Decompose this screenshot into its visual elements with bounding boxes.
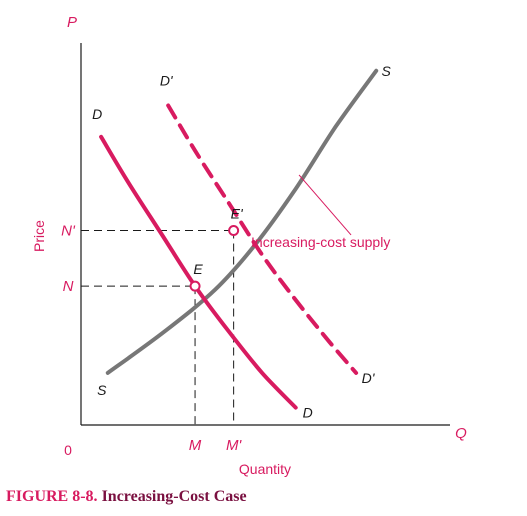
series-2-label-end: D	[303, 405, 313, 421]
annotation-text: Increasing-cost supply	[251, 234, 390, 250]
series-2-label-start: D	[92, 106, 102, 122]
series-3-label-start: D'	[160, 73, 174, 89]
y-axis-title: Price	[31, 220, 47, 252]
series-1-label-start: S	[97, 382, 107, 398]
y-tick-2: N'	[61, 223, 76, 240]
figure-caption-label: FIGURE 8-8.	[6, 488, 98, 505]
equilibrium-point-2	[228, 225, 240, 237]
x-tick-1: M	[189, 437, 202, 454]
equilibrium-point-1	[189, 280, 201, 292]
figure-caption-title: Increasing-Cost Case	[101, 488, 247, 505]
axes	[80, 43, 450, 426]
equilibrium-label-1: E	[193, 261, 203, 277]
equilibrium-label-2: E'	[231, 206, 244, 222]
curves	[99, 68, 379, 410]
origin-label: 0	[64, 442, 72, 458]
y-tick-1: N	[63, 278, 74, 295]
annotation-pointer	[298, 174, 352, 236]
x-axis-title: Quantity	[239, 461, 291, 477]
series-3-label-end: D'	[362, 370, 376, 386]
y-axis-letter: P	[67, 14, 77, 31]
figure-caption: FIGURE 8-8. Increasing-Cost Case	[6, 488, 247, 506]
x-tick-2: M'	[226, 437, 242, 454]
series-3-curve	[166, 103, 359, 375]
x-axis-letter: Q	[455, 425, 467, 442]
series-1-label-end: S	[382, 63, 392, 79]
guide-lines	[81, 230, 235, 425]
